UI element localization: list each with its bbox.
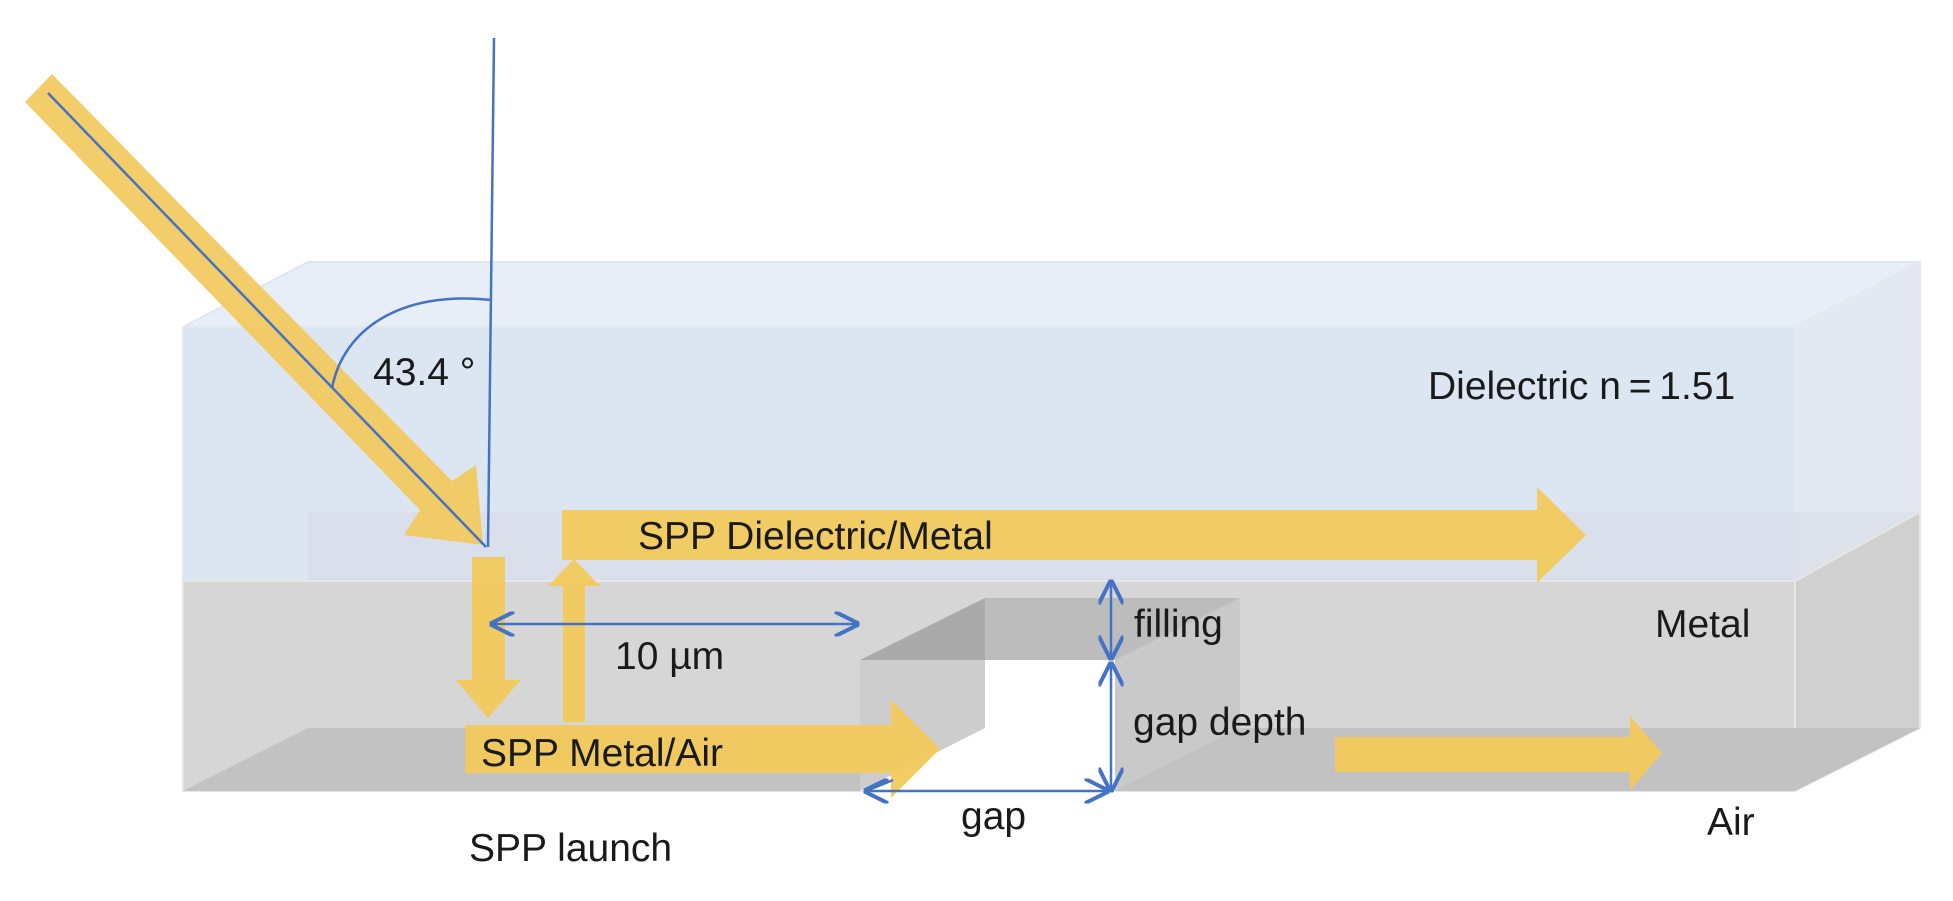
spp-metal-air-arrow <box>465 700 940 798</box>
surface-normal-line <box>486 37 496 548</box>
down-arrow <box>456 557 521 718</box>
filling-label: filling <box>1134 603 1223 646</box>
angle-label: 43.4 ° <box>373 351 475 394</box>
up-arrow <box>548 559 600 722</box>
dielectric-top-face <box>182 261 1921 328</box>
spp-dielectric-metal-arrow <box>562 487 1586 583</box>
transmitted-arrow <box>1335 716 1662 790</box>
dielectric-label: Dielectric n = 1.51 <box>1428 365 1735 408</box>
distance-label: 10 µm <box>615 635 724 678</box>
gap-slant-line <box>865 778 894 793</box>
incident-beam-arrow <box>25 74 483 545</box>
gap-opening <box>860 660 1115 791</box>
incident-beam <box>25 37 496 548</box>
incident-ray-line <box>47 92 487 548</box>
metal-label: Metal <box>1655 603 1750 646</box>
gap-right-wall <box>1115 598 1240 791</box>
gap-label: gap <box>961 795 1026 838</box>
angle-arc <box>330 297 492 389</box>
gap-depth-label: gap depth <box>1133 701 1307 744</box>
spp-launch-label: SPP launch <box>469 827 672 870</box>
spp-dielectric-metal-label: SPP Dielectric/Metal <box>638 515 993 558</box>
spp-metal-air-label: SPP Metal/Air <box>481 732 723 775</box>
air-label: Air <box>1707 801 1755 844</box>
